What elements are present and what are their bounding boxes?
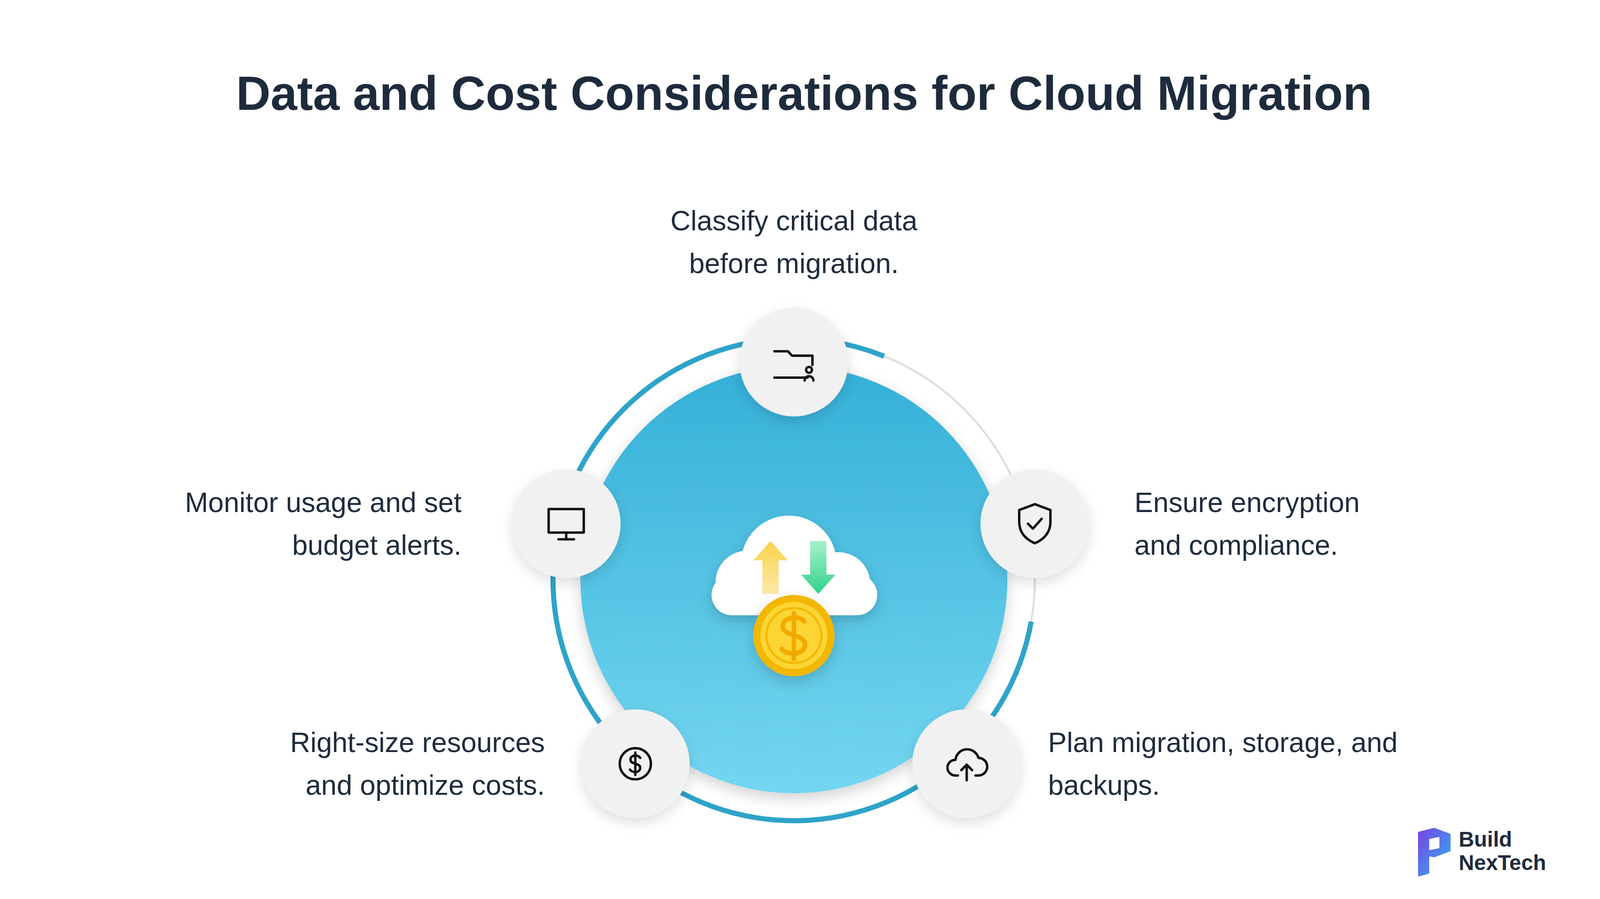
icon-circle: Ensure encryption and compliance. bbox=[980, 469, 1090, 578]
shield-icon bbox=[1010, 499, 1060, 548]
diagram-title: Data and Cost Considerations for Cloud M… bbox=[4, 66, 1600, 121]
step-text: Ensure encryption and compliance. bbox=[1134, 480, 1412, 567]
cloud-icon bbox=[942, 739, 992, 788]
logo-text: Build NexTech bbox=[1458, 827, 1561, 875]
step-text: Monitor usage and set budget alerts. bbox=[181, 480, 462, 567]
logo-mark bbox=[1418, 827, 1451, 877]
icon-circle: Monitor usage and set budget alerts. bbox=[511, 469, 621, 578]
dollar-icon bbox=[610, 739, 660, 788]
cloud-cost-illustration bbox=[711, 515, 878, 676]
folder-icon bbox=[769, 337, 819, 387]
monitor-icon bbox=[541, 499, 591, 548]
icon-circle: Right-size resources and optimize costs. bbox=[580, 709, 690, 818]
step-text: Classify critical data before migration. bbox=[641, 199, 947, 285]
icon-circle: Plan migration, storage, and backups. bbox=[912, 709, 1022, 818]
step-text: Plan migration, storage, and backups. bbox=[1048, 720, 1414, 807]
icon-circle: Classify critical data before migration. bbox=[739, 307, 849, 417]
step-text: Right-size resources and optimize costs. bbox=[239, 720, 545, 807]
